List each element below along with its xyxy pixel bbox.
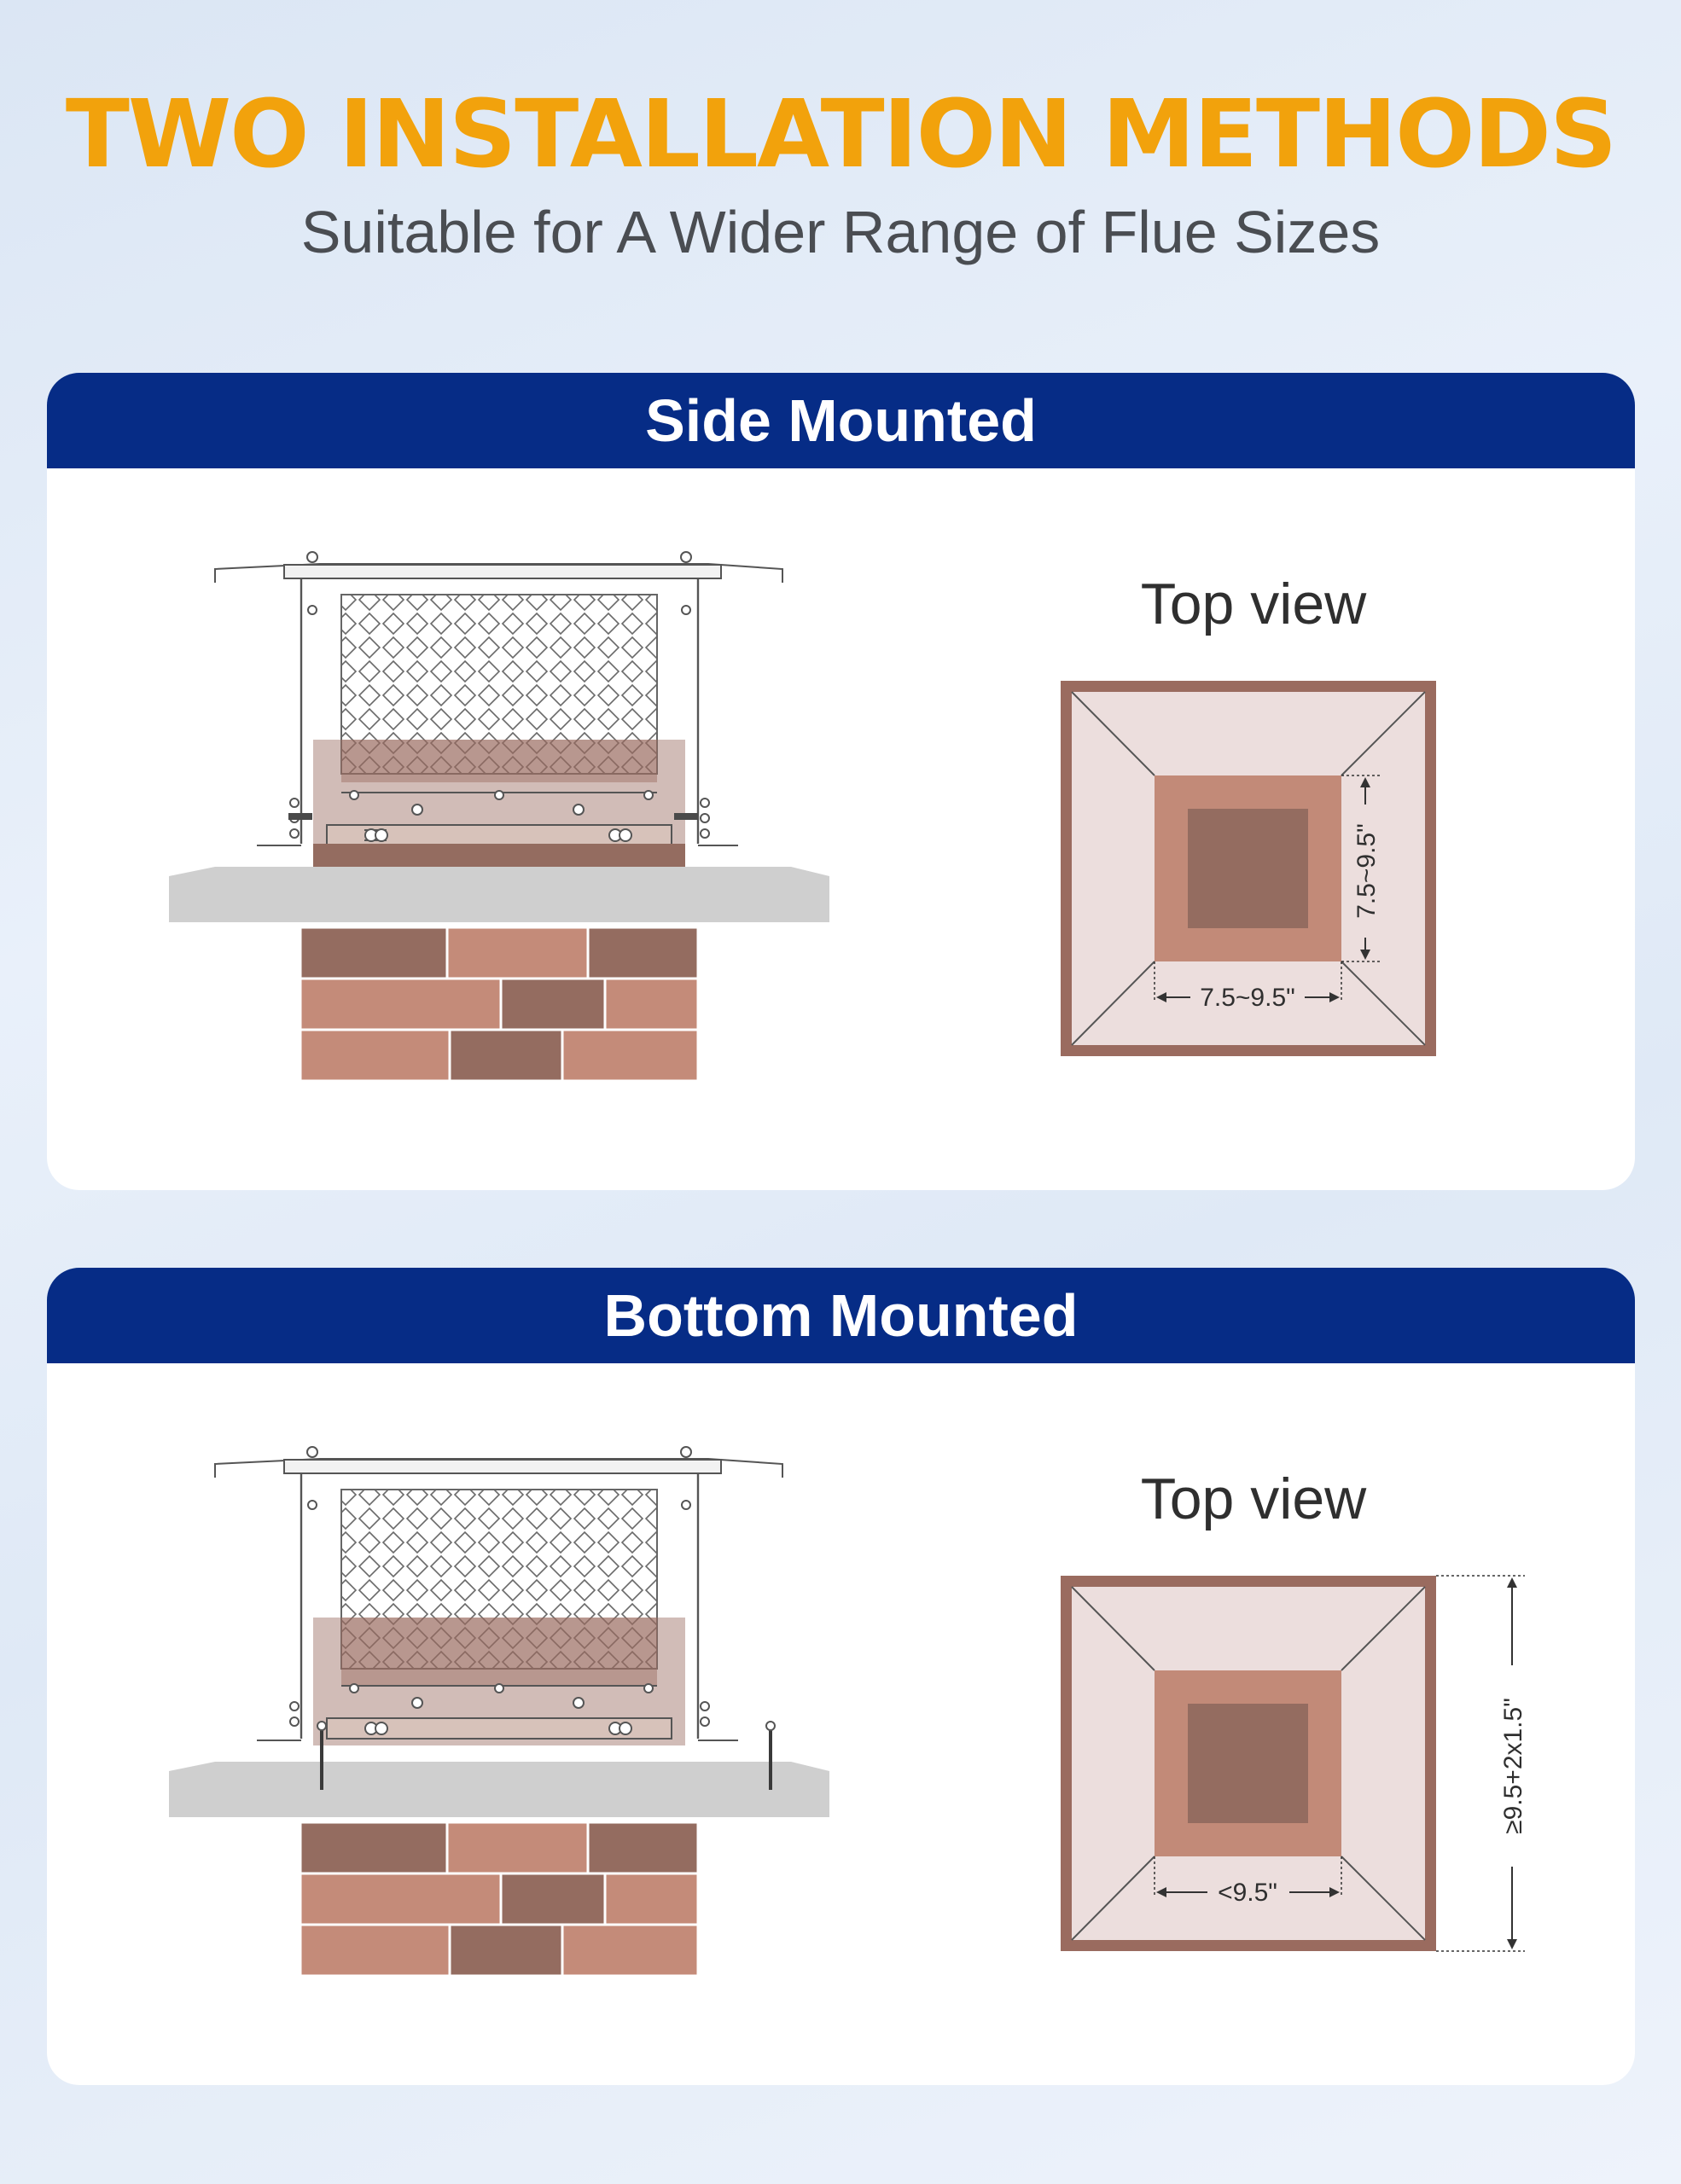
dim-vertical-label: 7.5~9.5"	[1352, 823, 1381, 919]
chimney-bricks	[299, 1821, 700, 1978]
bottom-mounted-illustration: Top view	[169, 1446, 1527, 1978]
side-mounted-header: Side Mounted	[47, 373, 1635, 468]
chimney-crown	[169, 1762, 829, 1817]
page-subtitle: Suitable for A Wider Range of Flue Sizes	[300, 199, 1381, 265]
side-view-chimney-cap	[214, 551, 783, 869]
side-mounted-body: Top view	[47, 468, 1635, 1190]
top-view-label: Top view	[1141, 1467, 1367, 1531]
top-view-label: Top view	[1141, 572, 1367, 636]
dim-outer-label: ≥9.5+2x1.5"	[1499, 1698, 1527, 1834]
side-mounted-illustration: Top view	[169, 551, 1436, 1083]
top-view-diagram	[1061, 1575, 1525, 1952]
dim-horizontal-label: <9.5"	[1218, 1879, 1277, 1907]
page-title: TWO INSTALLATION METHODS	[65, 79, 1617, 189]
bottom-mounted-header: Bottom Mounted	[47, 1268, 1635, 1363]
chimney-bricks	[299, 926, 700, 1083]
top-view-diagram	[1061, 681, 1436, 1056]
side-mounted-card: Side Mounted	[47, 373, 1635, 1190]
dim-horizontal-label: 7.5~9.5"	[1200, 984, 1295, 1012]
chimney-crown	[169, 867, 829, 922]
bottom-mounted-card: Bottom Mounted	[47, 1268, 1635, 2085]
bottom-view-chimney-cap	[214, 1446, 783, 1778]
bottom-mounted-body: Top view	[47, 1363, 1635, 2085]
flue-tile	[313, 844, 685, 869]
